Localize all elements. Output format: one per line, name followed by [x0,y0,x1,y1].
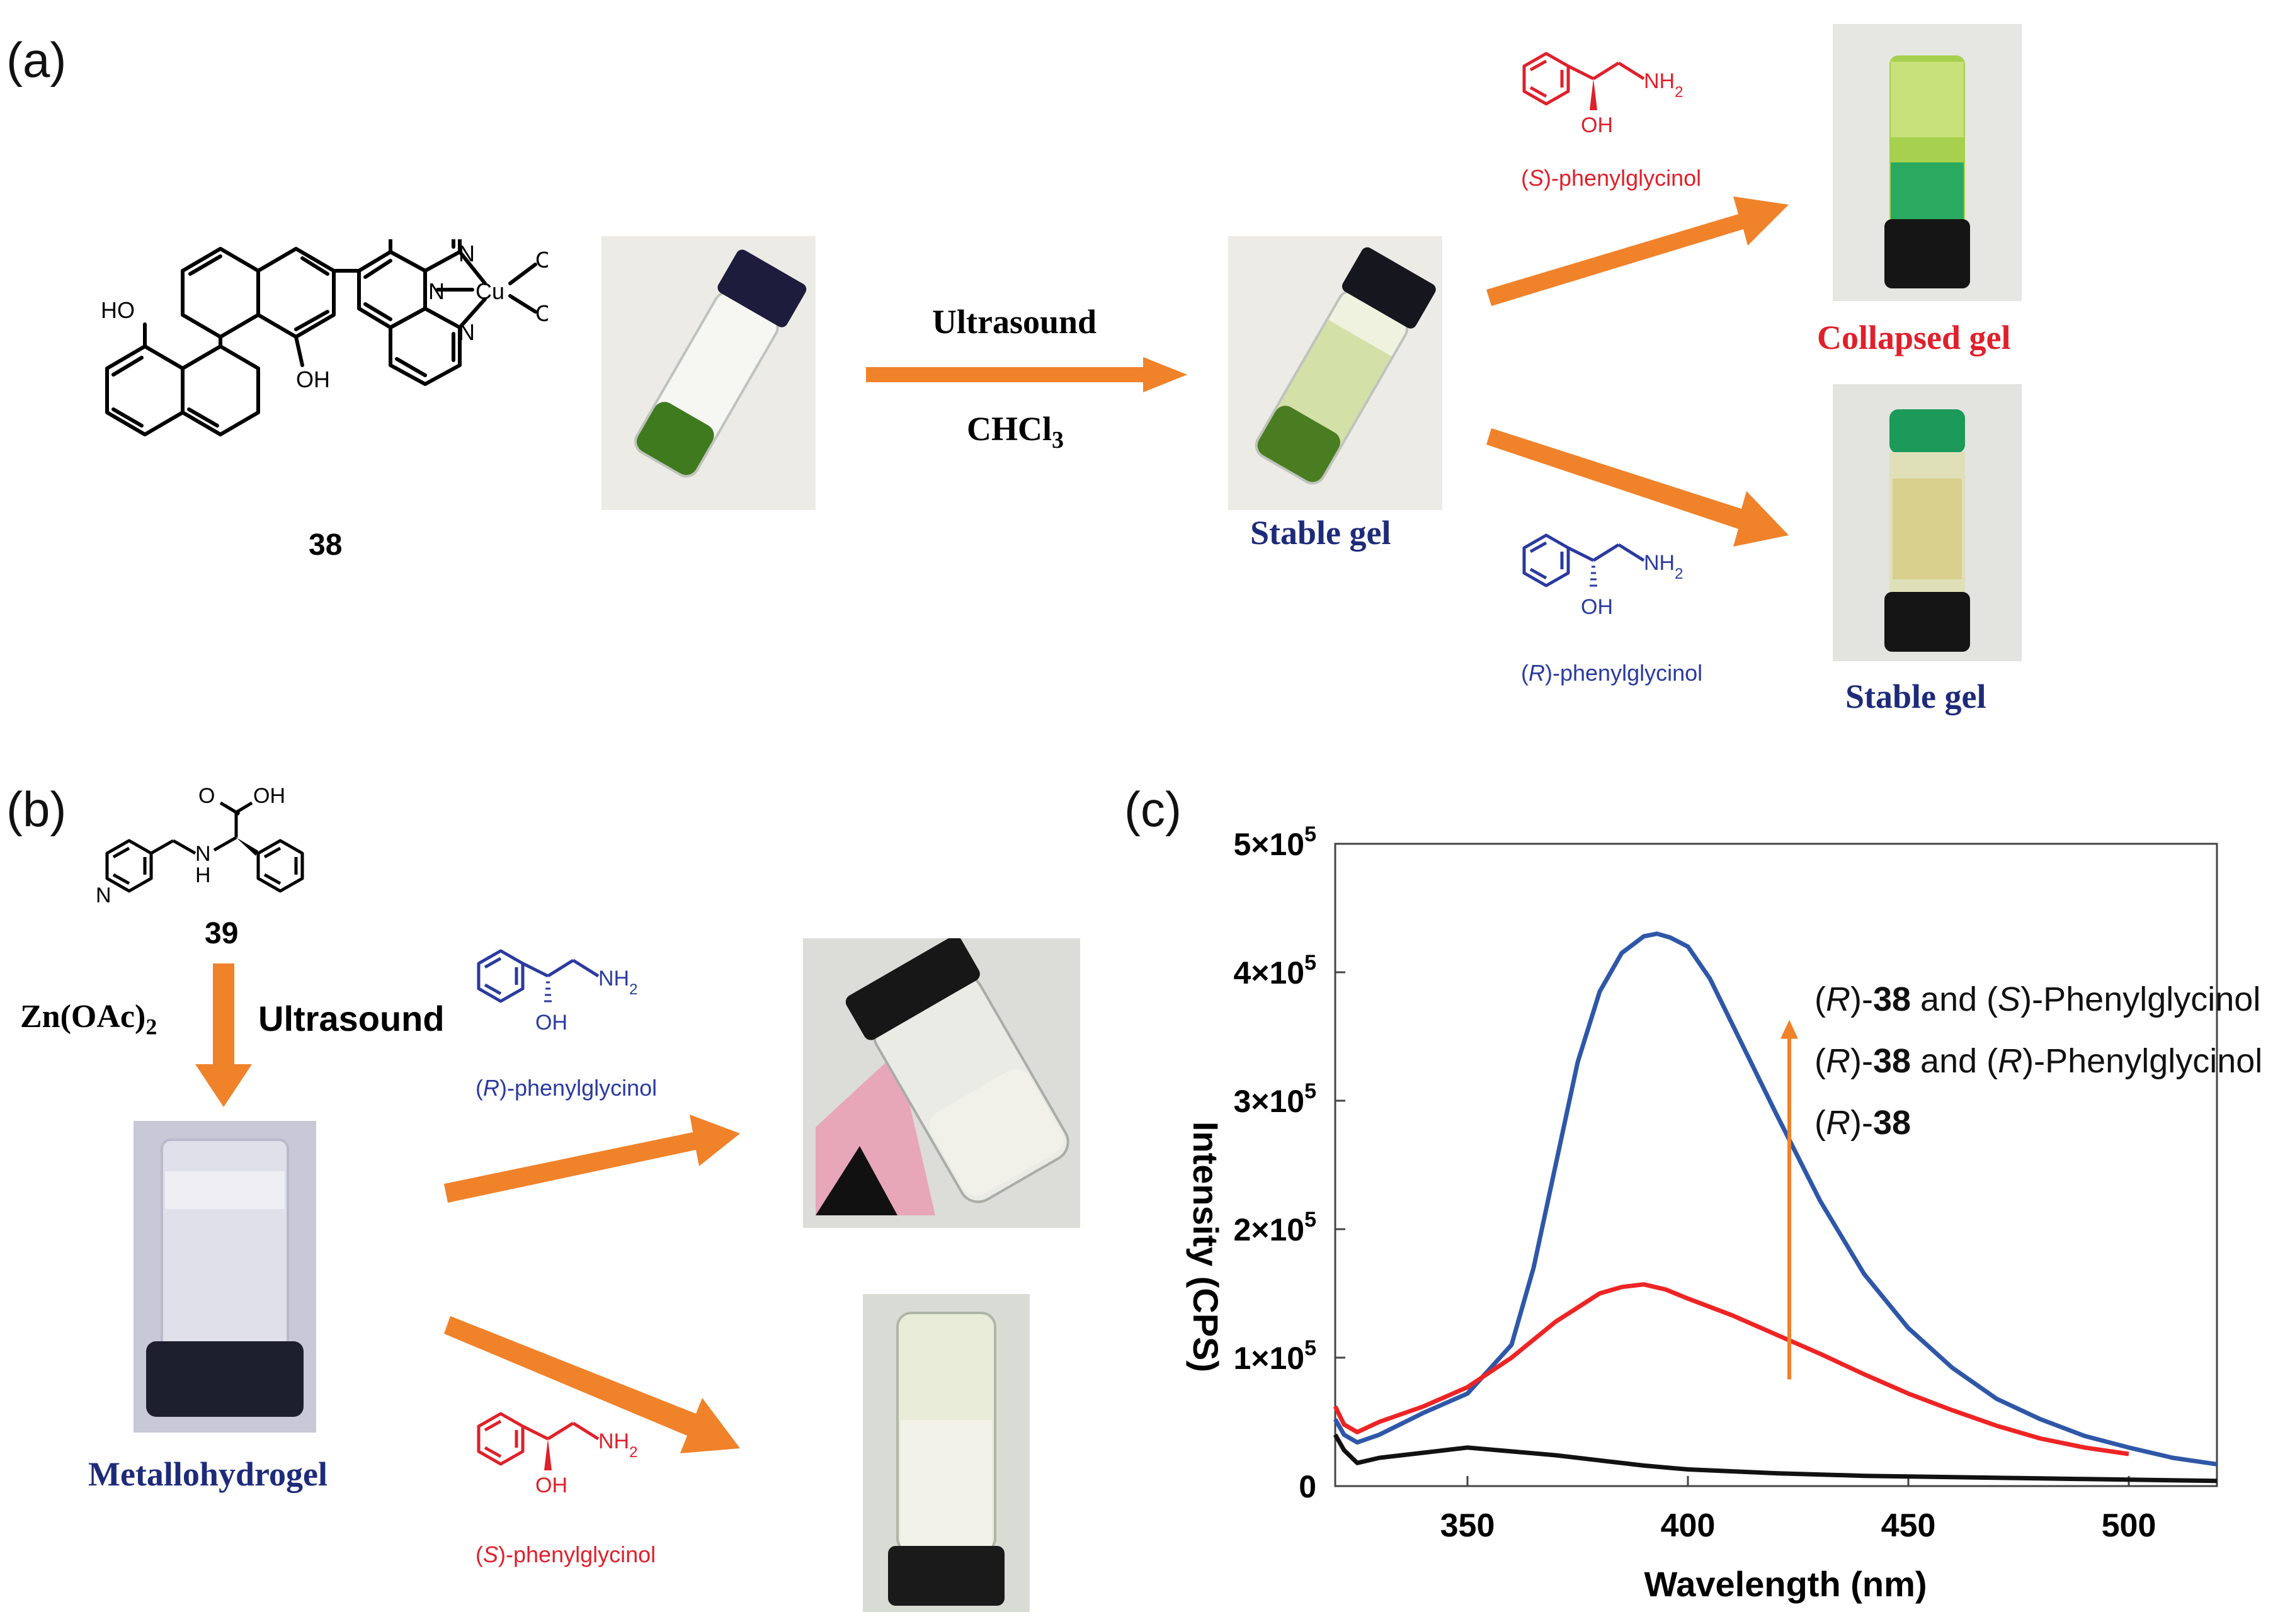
vial-photo-metallohydrogel [134,1121,316,1433]
panel-label-c: (c) [1124,781,1182,837]
s-nh2-b: NH2 [598,1429,637,1461]
vial-photo-stable-gel [1228,236,1442,510]
label-ultrasound-b: Ultrasound [258,999,445,1038]
x-axis-label: Wavelength (nm) [1644,1564,1927,1604]
legend-entry-red: (R)-38 and (R)-Phenylglycinol [1814,1042,2262,1080]
r-phenylglycinol-structure-b: OH NH2 [477,949,637,1035]
label-chcl3: CHCl3 [967,409,1064,454]
r-nh2-b: NH2 [598,967,637,998]
atom-o-39: O [198,784,215,808]
label-stable-gel-right: Stable gel [1845,678,1986,715]
vial-photo-collapsed-gel [1833,24,2022,301]
atom-n-ring-39: N [96,883,111,907]
r-phenylglycinol-name-a: (R)-phenylglycinol [1521,660,1703,686]
atom-n-top: N [459,241,475,266]
atom-oh-39: OH [253,784,285,808]
y-tick-label: 5×105 [1233,822,1316,862]
atom-h-39: H [195,863,211,887]
y-tick-label: 4×105 [1233,951,1316,991]
s-phenylglycinol-name-b: (S)-phenylglycinol [476,1542,656,1567]
arrow-down-b [195,963,252,1107]
atom-n-center: N [428,278,445,304]
arrow-to-r-product [444,1115,740,1203]
increase-arrow-head [1780,1019,1798,1039]
label-collapsed-gel: Collapsed gel [1817,319,2011,356]
atom-nh-39: N [195,842,211,866]
s-nh2-a: NH2 [1644,69,1683,101]
label-metallohydrogel: Metallohydrogel [88,1455,328,1493]
compound-38-number: 38 [309,528,343,562]
y-tick-label: 3×105 [1233,1079,1316,1119]
plot-frame [1334,843,2218,1487]
label-chcl3-sub: 3 [1052,426,1064,453]
s-oh-b: OH [535,1474,567,1497]
s-oh-a: OH [1581,113,1613,137]
vial-photo-stable-gel-right [1833,384,2022,661]
vial-photo-r-product [803,938,1080,1228]
atom-cl-1: Cl [535,247,548,273]
x-tick-label: 350 [1440,1508,1495,1544]
atom-cu: Cu [476,278,504,304]
compound-39-structure: O OH N N H [96,784,304,907]
compound-38-structure: HO OH N Cu N N Cl Cl [101,239,548,436]
arrow-to-collapsed [1486,196,1789,306]
atom-n-bottom: N [459,319,475,345]
s-phenylglycinol-name-a: (S)-phenylglycinol [1521,165,1702,191]
compound-39-number: 39 [205,917,239,950]
y-tick-label: 1×105 [1233,1336,1316,1376]
arrow-to-stable [1486,428,1789,547]
atom-cl-2: Cl [535,300,548,326]
atom-oh: OH [296,366,330,392]
label-stable-gel-mid: Stable gel [1250,514,1391,552]
r-oh-b: OH [535,1011,567,1035]
r-phenylglycinol-structure-a: OH NH2 [1522,533,1683,619]
atom-ho: HO [101,297,135,323]
r-nh2-a: NH2 [1644,551,1683,582]
legend-entry-black: (R)-38 [1814,1104,1911,1142]
x-tick-label: 450 [1881,1508,1936,1544]
x-tick-label: 500 [2102,1508,2156,1544]
arrow-to-s-product [444,1316,740,1453]
y-tick-label: 2×105 [1233,1208,1316,1247]
y-axis-label: Intensity (CPS) [1186,1121,1226,1372]
r-phenylglycinol-name-b: (R)-phenylglycinol [476,1075,658,1101]
series-line-black [1333,1433,2218,1484]
legend-entry-blue: (R)-38 and (S)-Phenylglycinol [1814,980,2260,1018]
series-line-red [1333,1282,2129,1456]
panel-label-b: (b) [6,781,67,837]
x-tick-label: 400 [1661,1508,1716,1544]
panel-label-a: (a) [6,32,67,88]
y-tick-label: 0 [1299,1469,1316,1504]
s-phenylglycinol-structure-b: OH NH2 [477,1412,637,1497]
vial-photo-initial [601,236,816,510]
emission-spectrum-chart: 350 400 450 500 0 1×105 2×105 3×105 4×105 5×105 (… [1186,822,2262,1604]
vial-photo-s-product [863,1294,1030,1612]
s-phenylglycinol-structure-a: OH NH2 [1522,52,1683,137]
label-chcl3-main: CHCl [967,410,1052,448]
series-line-blue [1333,931,2218,1467]
r-oh-a: OH [1581,595,1613,619]
label-ultrasound-a: Ultrasound [932,303,1097,341]
arrow-ultrasound-a [866,357,1187,392]
label-zn-oac: Zn(OAc)2 [20,999,157,1040]
